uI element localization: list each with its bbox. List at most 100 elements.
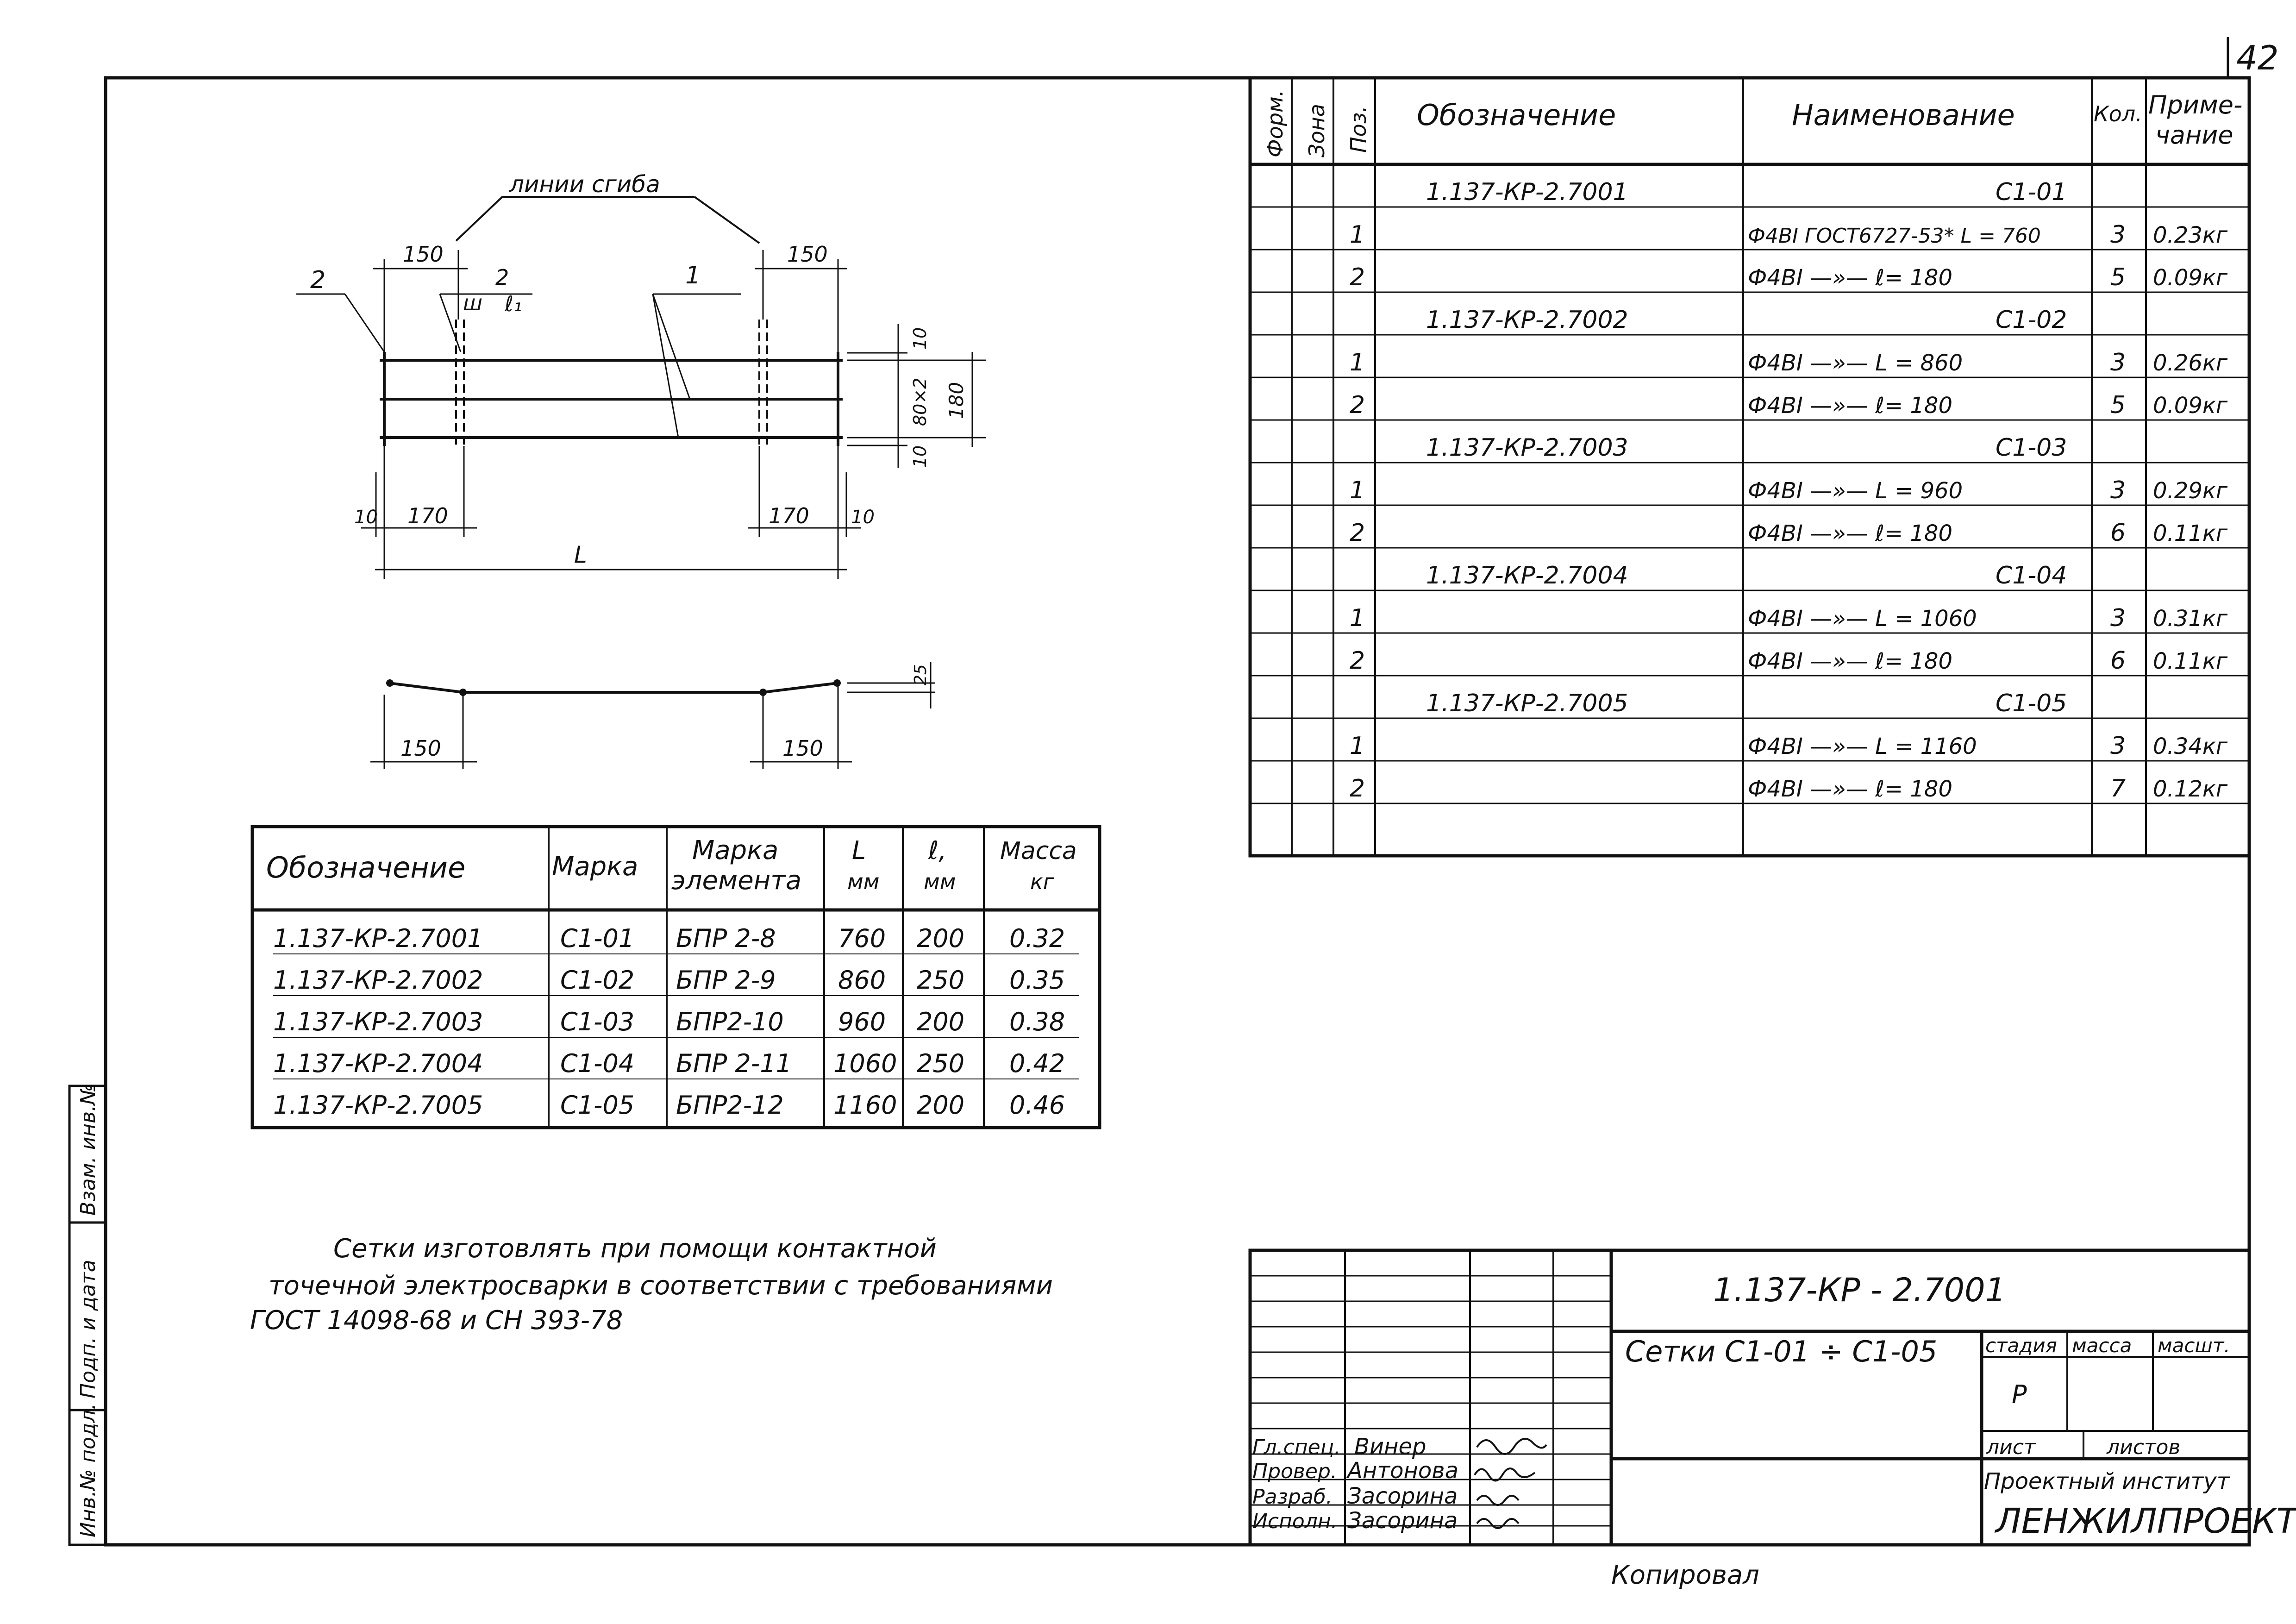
mass-table: Обозначение Марка Марка элемента L мм ℓ,… <box>250 825 1101 1129</box>
left-binding-strip: Инв.№ подл. Подп. и дата Взам. инв.№ <box>68 1084 107 1546</box>
dim-10-right: 10 <box>851 507 875 528</box>
svg-text:С1-05: С1-05 <box>560 1091 634 1120</box>
svg-text:1060: 1060 <box>833 1049 897 1078</box>
signature-3 <box>1476 1495 1520 1506</box>
mt-row-2: 1.137-КР-2.7002 С1-02 БПР 2-9 860 250 0.… <box>273 966 1065 995</box>
svg-text:0.42: 0.42 <box>1009 1049 1065 1078</box>
mt-h-l1-1: ℓ, <box>928 836 946 865</box>
spec-row-14: 1 Ф4ВI —»— L = 1160 3 0.34кг <box>1350 732 2228 760</box>
svg-text:Ф4ВI —»— ℓ= 180: Ф4ВI —»— ℓ= 180 <box>1748 648 1952 674</box>
svg-text:2: 2 <box>1350 263 1365 291</box>
svg-text:0.34кг: 0.34кг <box>2153 734 2228 759</box>
tb-role-1: Гл.спец. <box>1252 1436 1341 1459</box>
mt-row-4: 1.137-КР-2.7004 С1-04 БПР 2-11 1060 250 … <box>273 1049 1065 1078</box>
bent-dim-150-right: 150 <box>782 736 823 761</box>
svg-text:7: 7 <box>2110 775 2126 803</box>
dim-10-left: 10 <box>354 507 378 528</box>
tb-name-3: Засорина <box>1347 1483 1458 1509</box>
svg-text:С1-02: С1-02 <box>560 966 634 995</box>
st-h-form: Форм. <box>1263 90 1288 157</box>
svg-text:0.26кг: 0.26кг <box>2153 350 2228 376</box>
svg-text:200: 200 <box>917 1091 964 1120</box>
tb-code: 1.137-КР - 2.7001 <box>1713 1271 2006 1309</box>
svg-text:1: 1 <box>1350 221 1365 249</box>
tb-org: ЛЕНЖИЛПРОЕКТ <box>1994 1501 2296 1541</box>
svg-text:С1-03: С1-03 <box>560 1007 634 1036</box>
svg-text:0.12кг: 0.12кг <box>2153 776 2228 802</box>
tb-name-2: Антонова <box>1346 1458 1458 1484</box>
svg-text:БПР2-10: БПР2-10 <box>676 1007 784 1036</box>
svg-text:2: 2 <box>1350 519 1365 547</box>
svg-text:1: 1 <box>1350 477 1365 504</box>
note-line-3: ГОСТ 14098-68 и СН 393-78 <box>250 1305 623 1336</box>
dim-L: L <box>574 541 587 568</box>
svg-text:250: 250 <box>917 1049 964 1078</box>
svg-text:1160: 1160 <box>833 1091 897 1120</box>
svg-text:1.137-КР-2.7005: 1.137-КР-2.7005 <box>1426 690 1628 717</box>
spec-row-2: 1 Ф4ВI ГОСТ6727-53* L = 760 3 0.23кг <box>1350 221 2228 249</box>
svg-text:3: 3 <box>2110 221 2126 249</box>
svg-text:1.137-КР-2.7004: 1.137-КР-2.7004 <box>1426 562 1628 589</box>
tb-institute: Проектный институт <box>1984 1468 2231 1494</box>
svg-text:С1-01: С1-01 <box>1996 178 2067 206</box>
svg-text:Ф4ВI —»— L = 960: Ф4ВI —»— L = 960 <box>1748 478 1963 504</box>
svg-text:250: 250 <box>917 966 964 995</box>
dim-150-top-right: 150 <box>787 242 828 267</box>
svg-text:0.46: 0.46 <box>1009 1091 1065 1120</box>
st-h-pos: Поз. <box>1346 106 1371 153</box>
svg-text:0.09кг: 0.09кг <box>2153 265 2228 291</box>
svg-text:0.29кг: 0.29кг <box>2153 478 2228 504</box>
st-h-designation: Обозначение <box>1417 98 1616 132</box>
svg-text:БПР 2-9: БПР 2-9 <box>676 966 776 995</box>
mesh-drawing: линии сгиба 150 150 2 2 ш ℓ₁ 1 <box>296 171 986 769</box>
signature-2 <box>1474 1467 1536 1482</box>
svg-text:1.137-КР-2.7003: 1.137-КР-2.7003 <box>273 1007 483 1036</box>
svg-text:Ф4ВI —»— L = 1160: Ф4ВI —»— L = 1160 <box>1748 734 1977 759</box>
dim-150-top-left: 150 <box>403 242 444 267</box>
mt-h-mark: Марка <box>552 852 638 882</box>
note-line-2: точечной электросварки в соответствии с … <box>269 1271 1053 1301</box>
mt-row-5: 1.137-КР-2.7005 С1-05 БПР2-12 1160 200 0… <box>273 1091 1065 1120</box>
title-block: Гл.спец. Винер Провер. Антонова Разраб. … <box>1248 1248 2296 1547</box>
tb-stage-h: стадия <box>1985 1334 2057 1357</box>
note-line-1: Сетки изготовлять при помощи контактной <box>333 1234 937 1264</box>
svg-text:3: 3 <box>2110 604 2126 632</box>
svg-text:200: 200 <box>917 1007 964 1036</box>
bend-lines-label: линии сгиба <box>509 171 660 198</box>
svg-text:1.137-КР-2.7005: 1.137-КР-2.7005 <box>273 1091 483 1120</box>
svg-text:1: 1 <box>1350 349 1365 376</box>
svg-text:0.35: 0.35 <box>1009 966 1065 995</box>
mt-h-element-1: Марка <box>692 835 778 865</box>
svg-text:0.23кг: 0.23кг <box>2153 222 2228 248</box>
svg-text:3: 3 <box>2110 732 2126 760</box>
dim-25: 25 <box>911 664 930 685</box>
dim-180: 180 <box>945 382 968 419</box>
svg-text:860: 860 <box>838 966 886 995</box>
svg-text:Ф4ВI ГОСТ6727-53* L = 760: Ф4ВI ГОСТ6727-53* L = 760 <box>1748 224 2041 248</box>
weld-l1: ℓ₁ <box>504 291 522 316</box>
st-h-note-2: чание <box>2155 120 2233 150</box>
svg-text:0.32: 0.32 <box>1009 924 1065 953</box>
svg-text:С1-04: С1-04 <box>1996 562 2067 589</box>
tb-name-1: Винер <box>1354 1434 1426 1460</box>
dim-170-left: 170 <box>407 503 448 528</box>
svg-text:3: 3 <box>2110 477 2126 504</box>
svg-text:С1-04: С1-04 <box>560 1049 634 1078</box>
mt-h-mass-2: кг <box>1030 869 1055 894</box>
svg-text:1: 1 <box>1350 732 1365 760</box>
svg-text:БПР 2-8: БПР 2-8 <box>676 924 776 953</box>
svg-text:Ф4ВI —»— L = 1060: Ф4ВI —»— L = 1060 <box>1748 606 1977 632</box>
svg-text:3: 3 <box>2110 349 2126 376</box>
svg-text:0.09кг: 0.09кг <box>2153 393 2228 419</box>
tb-sheet-h: лист <box>1986 1436 2036 1459</box>
svg-text:760: 760 <box>838 924 886 953</box>
pos-label-1: 1 <box>685 262 701 289</box>
spec-row-lines <box>1250 206 2249 804</box>
svg-text:Ф4ВI —»— ℓ= 180: Ф4ВI —»— ℓ= 180 <box>1748 520 1952 546</box>
